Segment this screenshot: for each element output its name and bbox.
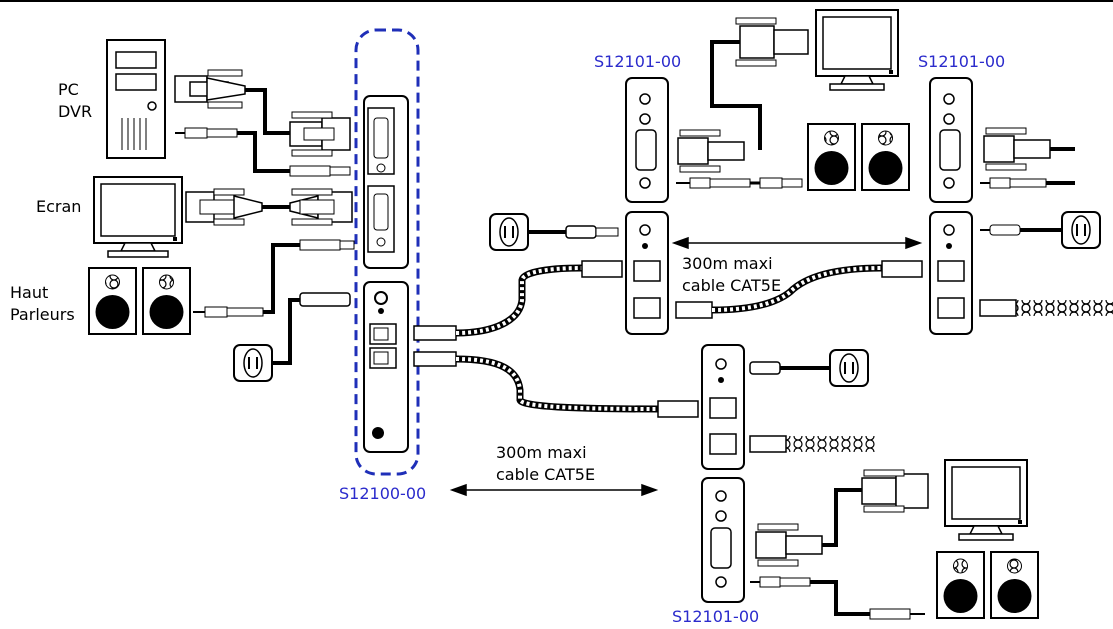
top-speakers-icon <box>807 123 910 191</box>
cable-top-line2: cable CAT5E <box>682 276 782 295</box>
receiver-top-right-model-label: S12101-00 <box>918 52 1006 71</box>
bottom-monitor-icon <box>944 459 1028 541</box>
bottom-audio-cable <box>750 576 925 620</box>
receiver-top-left-unit <box>625 77 669 335</box>
top-left-audio-cable <box>676 177 803 189</box>
transmitter-unit <box>354 28 420 476</box>
top-left-power-adapter-icon <box>489 213 619 251</box>
bottom-vga-cable <box>755 469 929 567</box>
screen-vga-connector-icon <box>185 188 353 226</box>
cable-bottom-line2: cable CAT5E <box>496 465 596 484</box>
transmitter-rj45-plugs <box>413 325 457 367</box>
left-speakers-icon <box>88 267 191 335</box>
pc-tower-icon <box>106 39 166 159</box>
transmitter-model-label: S12100-00 <box>339 484 427 503</box>
ecran-label: Ecran <box>36 197 82 216</box>
speaker-audio-jack-icon <box>193 239 355 318</box>
top-monitor-icon <box>815 9 899 91</box>
receiver-top-left-model-label: S12101-00 <box>594 52 682 71</box>
screen-monitor-icon <box>93 176 183 258</box>
cable-bottom-line1: 300m maxi <box>496 443 587 462</box>
cable-top-line1: 300m maxi <box>682 254 773 273</box>
bottom-speakers-icon <box>936 551 1039 619</box>
top-arrow <box>671 236 923 250</box>
left-power-adapter-icon <box>233 292 351 382</box>
pc-audio-jack-icon <box>175 127 351 177</box>
top-right-connectors <box>979 127 1113 317</box>
cat5e-cable-to-bottom-receiver <box>455 355 699 418</box>
bottom-arrow <box>449 483 659 497</box>
receiver-bottom-unit <box>701 344 745 603</box>
receiver-top-right-unit <box>929 77 973 335</box>
bottom-power-adapter-icon <box>749 349 869 387</box>
dvr-label: DVR <box>58 102 93 121</box>
pc-vga-connector-icon <box>174 69 351 157</box>
haut-label: Haut <box>10 283 49 302</box>
bottom-cat5e-out <box>749 435 876 453</box>
top-monitor-vga-cable <box>677 17 809 173</box>
pc-label: PC <box>58 80 79 99</box>
cat5e-cable-between-receivers <box>675 260 923 319</box>
top-right-twisted-cable <box>1016 300 1113 316</box>
parleurs-label: Parleurs <box>10 305 75 324</box>
receiver-bottom-model-label: S12101-00 <box>672 607 760 626</box>
cat5e-cable-to-top-receiver <box>455 260 623 337</box>
